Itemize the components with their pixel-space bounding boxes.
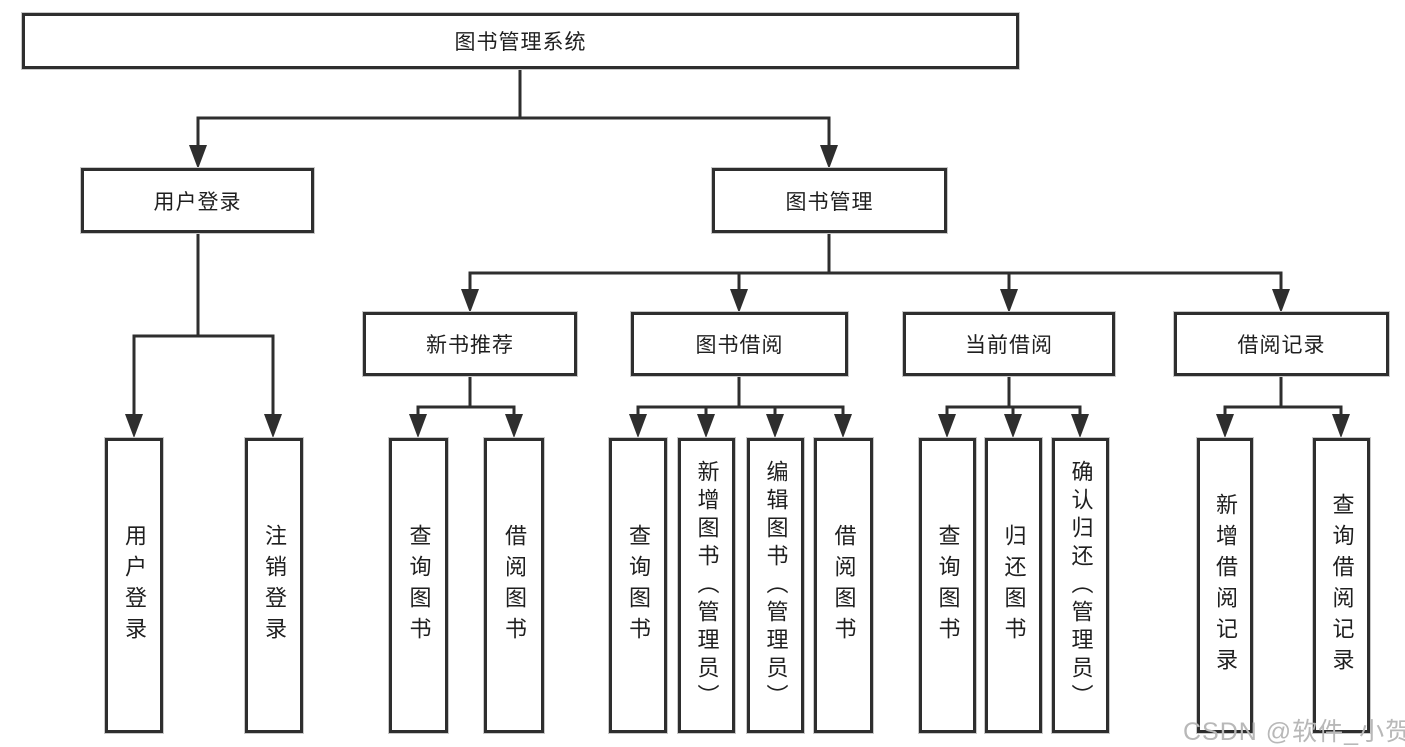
- arrow-down-icon: [1216, 414, 1234, 438]
- node-borrowing-records: 借阅记录: [1174, 312, 1389, 376]
- node-leaf-add-borrow-record: 新增借阅记录: [1197, 438, 1253, 733]
- arrow-down-icon: [697, 414, 715, 438]
- node-new-book-recommendation: 新书推荐: [363, 312, 577, 376]
- node-leaf-logout: 注销登录: [245, 438, 303, 733]
- node-leaf-query-books-current: 查询图书: [919, 438, 976, 733]
- arrow-down-icon: [1000, 289, 1018, 313]
- node-leaf-borrow-books: 借阅图书: [814, 438, 873, 733]
- arrow-down-icon: [766, 414, 784, 438]
- arrow-down-icon: [189, 145, 207, 169]
- arrow-down-icon: [730, 289, 748, 313]
- node-leaf-query-borrow-record: 查询借阅记录: [1313, 438, 1370, 733]
- node-book-management: 图书管理: [712, 168, 947, 233]
- node-book-borrowing: 图书借阅: [631, 312, 848, 376]
- arrow-down-icon: [1272, 289, 1290, 313]
- arrow-down-icon: [1332, 414, 1350, 438]
- arrow-down-icon: [938, 414, 956, 438]
- arrow-down-icon: [1071, 414, 1089, 438]
- node-leaf-add-books-admin: 新增图书（管理员）: [678, 438, 735, 733]
- arrow-down-icon: [820, 145, 838, 169]
- node-current-borrowing: 当前借阅: [903, 312, 1115, 376]
- connector-paths: [132, 67, 1343, 420]
- node-leaf-borrow-books-recommend: 借阅图书: [484, 438, 544, 733]
- arrow-down-icon: [505, 414, 523, 438]
- arrow-down-icon: [125, 414, 143, 438]
- arrow-down-icon: [1004, 414, 1022, 438]
- arrow-down-icon: [264, 414, 282, 438]
- node-leaf-query-books-recommend: 查询图书: [389, 438, 448, 733]
- arrow-down-icon: [834, 414, 852, 438]
- node-leaf-query-books-borrowing: 查询图书: [609, 438, 667, 733]
- arrow-down-icon: [629, 414, 647, 438]
- csdn-watermark: CSDN @软件_小贺同学: [1183, 718, 1405, 746]
- node-user-login: 用户登录: [81, 168, 314, 233]
- arrow-down-icon: [409, 414, 427, 438]
- node-leaf-edit-books-admin: 编辑图书（管理员）: [747, 438, 804, 733]
- node-leaf-confirm-return-admin: 确认归还（管理员）: [1052, 438, 1109, 733]
- arrow-down-icon: [461, 289, 479, 313]
- node-leaf-return-books: 归还图书: [985, 438, 1042, 733]
- node-leaf-user-login: 用户登录: [105, 438, 163, 733]
- arrowheads: [125, 145, 1350, 438]
- node-library-management-system: 图书管理系统: [22, 13, 1019, 69]
